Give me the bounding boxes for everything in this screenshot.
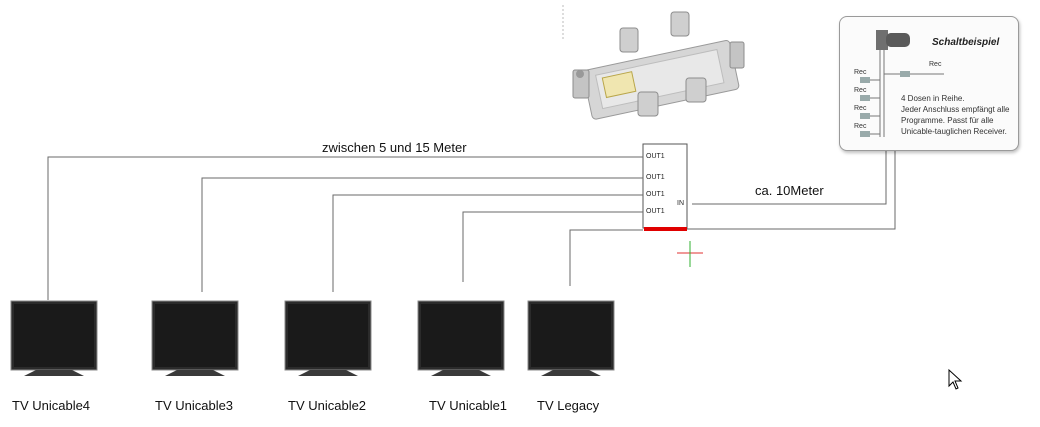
rec-label-lnb: Rec [929,61,942,68]
tv-icon-unicable1 [417,300,505,376]
in-distance-label: ca. 10Meter [755,183,824,198]
wire-tv-unicable2 [332,194,643,292]
example-line-4: Unicable-tauglichen Receiver. [901,127,1007,136]
mouse-pointer-icon [948,368,963,390]
wire-tv-unicable4 [47,156,643,300]
example-line-2: Jeder Anschluss empfängt alle [901,105,1010,114]
port-label-out2: OUT1 [646,174,665,181]
wire-legacy-lnb [687,150,896,230]
splitter-box [642,143,688,229]
wire-tv-unicable1 [462,211,643,282]
tv-icon-unicable4 [10,300,98,376]
port-label-out1: OUT1 [646,153,665,160]
wire-in [692,150,887,205]
example-line-3: Programme. Passt für alle [901,116,994,125]
crosshair-marker [677,241,703,267]
tv-icon-unicable3 [151,300,239,376]
port-label-in: IN [677,200,684,207]
example-line-1: 4 Dosen in Reihe. [901,94,965,103]
tv-label-unicable3: TV Unicable3 [155,398,234,413]
port-label-out4: OUT1 [646,208,665,215]
example-schematic [860,30,944,137]
tv-label-unicable2: TV Unicable2 [288,398,367,413]
example-inset: Schaltbeispiel Rec Rec Rec Rec Rec 4 Dos… [839,16,1019,151]
tv-label-unicable4: TV Unicable4 [12,398,91,413]
example-title: Schaltbeispiel [932,37,1000,48]
rec-label-4: Rec [854,123,867,130]
wire-tv-unicable3 [201,177,643,292]
rec-label-3: Rec [854,105,867,112]
tv-icon-unicable2 [284,300,372,376]
splitter-highlight-bar [644,227,687,231]
rec-label-2: Rec [854,87,867,94]
wires [47,150,896,300]
tv-label-legacy: TV Legacy [537,398,600,413]
example-description: 4 Dosen in Reihe. Jeder Anschluss empfän… [901,93,1016,137]
port-label-out3: OUT1 [646,191,665,198]
splitter-photo [562,5,745,120]
tv-label-unicable1: TV Unicable1 [429,398,508,413]
rec-label-1: Rec [854,69,867,76]
wire-tv-legacy [569,229,643,286]
tv-icon-legacy [527,300,615,376]
distance-label: zwischen 5 und 15 Meter [322,140,467,155]
